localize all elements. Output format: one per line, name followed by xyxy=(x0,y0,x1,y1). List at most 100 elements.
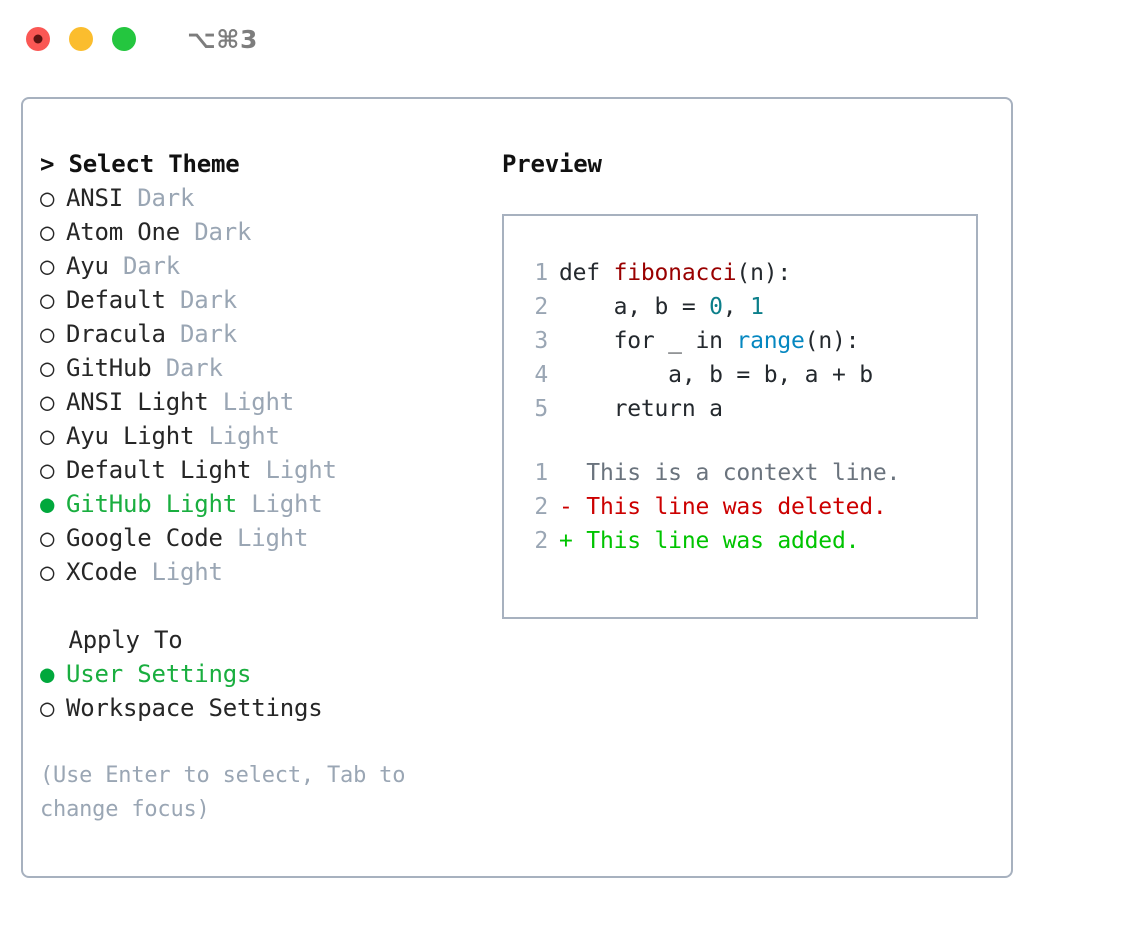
theme-option[interactable]: ● GitHub Light Light xyxy=(40,487,480,521)
close-dot[interactable] xyxy=(26,27,50,51)
radio-unselected-icon[interactable]: ○ xyxy=(40,558,55,586)
code-token: return a xyxy=(559,396,723,422)
radio-unselected-icon[interactable]: ○ xyxy=(40,286,55,314)
theme-option-name: Ayu xyxy=(66,252,109,280)
diff-line: 2 + This line was added. xyxy=(522,524,976,558)
theme-option[interactable]: ○ Default Dark xyxy=(40,283,480,317)
theme-option[interactable]: ○Dracula Dark xyxy=(40,317,480,351)
code-token: a, b = b, a + b xyxy=(559,362,873,388)
theme-option-kind: Dark xyxy=(180,218,252,246)
apply-to-option[interactable]: ● User Settings xyxy=(40,657,480,691)
apply-to-heading: Apply To xyxy=(40,623,480,657)
theme-option-kind: Light xyxy=(208,388,294,416)
theme-option-name: Atom One xyxy=(66,218,180,246)
select-theme-heading: > Select Theme xyxy=(40,150,240,178)
code-line-text: return a xyxy=(559,392,723,426)
radio-unselected-icon[interactable]: ○ xyxy=(40,184,55,212)
radio-unselected-icon[interactable]: ○ xyxy=(40,456,55,484)
code-line: 3 for _ in range(n): xyxy=(522,324,976,358)
keyboard-hint-text: (Use Enter to select, Tab to change focu… xyxy=(40,763,406,822)
theme-list[interactable]: ○ ANSI Dark ○ Atom One Dark ○ Ayu Dark ○ Defaul… xyxy=(40,181,480,589)
theme-option-kind: Light xyxy=(222,524,309,552)
diff-marker: + xyxy=(559,528,587,554)
code-token: 0 xyxy=(709,294,723,320)
theme-option-kind: Light xyxy=(194,422,280,450)
theme-option-name: Google Code xyxy=(66,524,223,552)
code-token: a, b = xyxy=(559,294,710,320)
theme-option-name: ANSI Light xyxy=(66,388,209,416)
diff-marker xyxy=(559,456,586,490)
diff-sample: 1 This is a context line.2- This line wa… xyxy=(522,456,976,558)
theme-option[interactable]: ○ Default Light Light xyxy=(40,453,480,487)
theme-option-name: GitHub xyxy=(66,354,152,382)
code-line-number: 2 xyxy=(534,294,548,320)
window-controls xyxy=(26,27,136,51)
radio-unselected-icon[interactable]: ○ xyxy=(40,524,55,552)
code-line-text: for _ in range(n): xyxy=(559,324,860,358)
code-token: 1 xyxy=(750,294,764,320)
code-line: 5 return a xyxy=(522,392,976,426)
list-spacer xyxy=(40,589,480,623)
code-line-text: def fibonacci(n): xyxy=(559,256,791,290)
radio-unselected-icon[interactable]: ○ xyxy=(40,694,55,722)
theme-option[interactable]: ○XCode Light xyxy=(40,555,480,589)
hint-spacer xyxy=(40,725,480,759)
theme-option-kind: Light xyxy=(237,490,323,518)
diff-marker: - xyxy=(559,494,587,520)
theme-option-kind: Dark xyxy=(123,184,195,212)
theme-option[interactable]: ○ ANSI Light Light xyxy=(40,385,480,419)
diff-line: 2- This line was deleted. xyxy=(522,490,976,524)
diff-line-number: 2 xyxy=(534,494,548,520)
theme-option-name: Dracula xyxy=(66,320,166,348)
theme-option-name: GitHub Light xyxy=(66,490,237,518)
code-token: range xyxy=(736,328,805,354)
radio-unselected-icon[interactable]: ○ xyxy=(40,388,55,416)
code-token: , xyxy=(722,294,751,320)
radio-unselected-icon[interactable]: ○ xyxy=(40,354,55,382)
code-line: 4 a, b = b, a + b xyxy=(522,358,976,392)
theme-option[interactable]: ○ Google Code Light xyxy=(40,521,480,555)
theme-option[interactable]: ○ ANSI Dark xyxy=(40,181,480,215)
maximize-dot[interactable] xyxy=(112,27,136,51)
preview-heading: Preview xyxy=(502,150,602,178)
title-bar: ⌥⌘3 xyxy=(0,0,1140,78)
theme-option-name: Default Light xyxy=(66,456,252,484)
code-line-number: 5 xyxy=(534,396,548,422)
apply-to-option[interactable]: ○Workspace Settings xyxy=(40,691,480,725)
theme-option-kind: Dark xyxy=(165,286,237,314)
keyboard-shortcut-label: ⌥⌘3 xyxy=(187,24,258,54)
code-line-number: 1 xyxy=(534,260,548,286)
theme-option-name: Default xyxy=(66,286,166,314)
diff-line-text: This is a context line. xyxy=(586,460,901,486)
code-line-text: a, b = b, a + b xyxy=(559,358,873,392)
diff-line: 1 This is a context line. xyxy=(522,456,976,490)
radio-unselected-icon[interactable]: ○ xyxy=(40,218,55,246)
apply-to-list[interactable]: ● User Settings ○Workspace Settings xyxy=(40,657,480,725)
theme-option-kind: Dark xyxy=(151,354,223,382)
code-line: 1 def fibonacci(n): xyxy=(522,256,976,290)
radio-unselected-icon[interactable]: ○ xyxy=(40,422,55,450)
theme-option[interactable]: ○Ayu Light Light xyxy=(40,419,480,453)
theme-option-name: XCode xyxy=(66,558,138,586)
diff-line-text: This line was added. xyxy=(586,528,860,554)
code-line: 2 a, b = 0, 1 xyxy=(522,290,976,324)
diff-line-number: 2 xyxy=(534,528,548,554)
theme-option[interactable]: ○ Atom One Dark xyxy=(40,215,480,249)
minimize-dot[interactable] xyxy=(69,27,93,51)
radio-unselected-icon[interactable]: ○ xyxy=(40,252,55,280)
apply-to-option-name: User Settings xyxy=(66,660,252,688)
theme-option[interactable]: ○ GitHub Dark xyxy=(40,351,480,385)
code-token: for _ in xyxy=(559,328,737,354)
radio-unselected-icon[interactable]: ○ xyxy=(40,320,55,348)
radio-selected-icon[interactable]: ● xyxy=(40,660,55,688)
radio-selected-icon[interactable]: ● xyxy=(40,490,55,518)
theme-option[interactable]: ○Ayu Dark xyxy=(40,249,480,283)
diff-line-text: This line was deleted. xyxy=(586,494,887,520)
code-token: fibonacci xyxy=(613,260,737,286)
theme-option-kind: Light xyxy=(251,456,337,484)
theme-option-name: ANSI xyxy=(66,184,123,212)
